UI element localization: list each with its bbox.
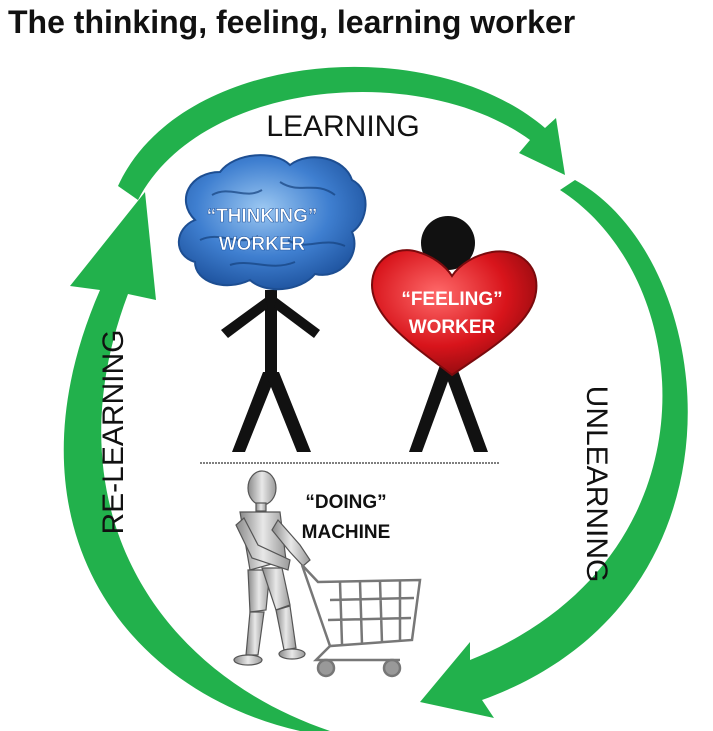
learning-label: LEARNING: [266, 110, 419, 143]
feeling-worker: “FEELING” WORKER: [370, 216, 538, 452]
learning-arrow: [118, 66, 565, 200]
heart-icon: [370, 249, 538, 377]
feeling-label-line2: WORKER: [409, 317, 496, 338]
relearning-label: RE-LEARNING: [97, 329, 130, 534]
page-title: The thinking, feeling, learning worker: [8, 4, 576, 40]
feeling-label-line1: “FEELING”: [401, 289, 502, 310]
shopping-cart-icon: [300, 564, 422, 678]
thinking-label-line1: “THINKING”: [207, 206, 318, 227]
brain-icon: [177, 154, 367, 291]
thinking-label-line2: WORKER: [219, 234, 306, 255]
robot-icon: [233, 470, 311, 666]
doing-label-line1: “DOING”: [305, 492, 386, 513]
unlearning-arrow: [420, 180, 688, 718]
unlearning-label: UNLEARNING: [580, 386, 613, 583]
doing-machine: “DOING” MACHINE: [233, 470, 422, 678]
thinking-worker: “THINKING” WORKER: [177, 154, 367, 452]
doing-label-line2: MACHINE: [302, 522, 391, 543]
relearning-arrow: [63, 192, 330, 731]
